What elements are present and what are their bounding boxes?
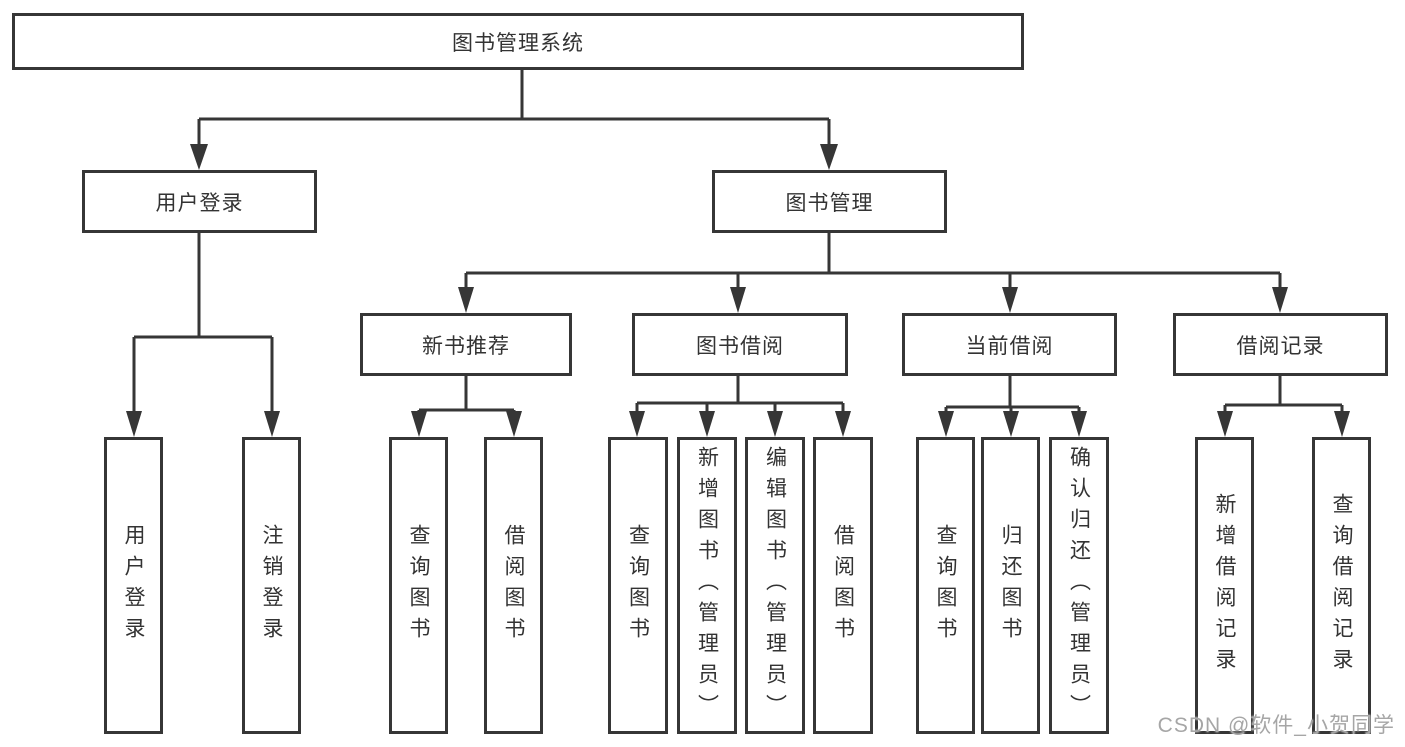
- arrow-to-user-login: [190, 144, 208, 170]
- node-book-management: 图书管理: [712, 170, 947, 233]
- column-query-books-2: 查询图书: [608, 437, 668, 734]
- column-query-books-1-label: 查询图书: [407, 523, 430, 648]
- connector-book-management-to-level3: [464, 232, 1282, 289]
- arrow-to-col-confirm-return: [1071, 411, 1087, 437]
- connector-book-borrow-to-children: [635, 376, 845, 414]
- column-borrow-books-2-label: 借阅图书: [831, 523, 855, 648]
- column-query-books-3: 查询图书: [916, 437, 975, 734]
- column-confirm-return-admin-label: 确认归还（管理员）: [1067, 446, 1091, 725]
- column-query-books-2-label: 查询图书: [626, 523, 650, 648]
- column-add-books-admin-label: 新增图书（管理员）: [695, 446, 719, 725]
- column-borrow-books-1-label: 借阅图书: [502, 523, 525, 648]
- column-query-books-1: 查询图书: [389, 437, 448, 734]
- column-query-borrow-record-label: 查询借阅记录: [1330, 492, 1353, 679]
- arrow-to-col-add-books: [699, 411, 715, 437]
- arrow-to-book-management: [820, 144, 838, 170]
- arrow-to-col-borrow-books-1: [506, 411, 522, 437]
- node-book-borrowing-label: 图书借阅: [696, 334, 784, 358]
- arrow-to-col-user-login: [126, 411, 142, 437]
- column-edit-books-admin: 编辑图书（管理员）: [745, 437, 805, 734]
- arrow-to-current-borrowing: [1002, 287, 1018, 313]
- column-user-login: 用户登录: [104, 437, 163, 734]
- connector-new-book-to-children: [417, 376, 516, 414]
- connector-borrow-record-to-children: [1223, 376, 1344, 414]
- connector-current-borrow-to-children: [944, 376, 1081, 414]
- arrow-to-borrowing-records: [1272, 287, 1288, 313]
- connector-user-login-to-children: [132, 232, 274, 414]
- arrowheads: [126, 144, 1350, 437]
- column-return-books-label: 归还图书: [999, 523, 1022, 648]
- column-logout-login: 注销登录: [242, 437, 301, 734]
- node-current-borrowing-label: 当前借阅: [965, 334, 1054, 358]
- csdn-watermark: CSDN @软件_小贺同学: [1157, 714, 1395, 737]
- column-user-login-label: 用户登录: [122, 523, 145, 648]
- node-new-book-recommend-label: 新书推荐: [422, 334, 510, 358]
- column-confirm-return-admin: 确认归还（管理员）: [1049, 437, 1109, 734]
- node-user-login: 用户登录: [82, 170, 317, 233]
- column-add-borrow-record: 新增借阅记录: [1195, 437, 1254, 734]
- arrow-to-col-return-books: [1003, 411, 1019, 437]
- column-return-books: 归还图书: [981, 437, 1040, 734]
- arrow-to-col-add-borrow-record: [1217, 411, 1233, 437]
- arrow-to-col-query-books-1: [411, 411, 427, 437]
- column-query-borrow-record: 查询借阅记录: [1312, 437, 1371, 734]
- node-new-book-recommend: 新书推荐: [360, 313, 572, 376]
- column-add-books-admin: 新增图书（管理员）: [677, 437, 737, 734]
- arrow-to-book-borrowing: [730, 287, 746, 313]
- node-current-borrowing: 当前借阅: [902, 313, 1117, 376]
- node-book-borrowing: 图书借阅: [632, 313, 848, 376]
- arrow-to-col-edit-books: [767, 411, 783, 437]
- node-borrowing-records: 借阅记录: [1173, 313, 1388, 376]
- arrow-to-col-logout: [264, 411, 280, 437]
- column-borrow-books-2: 借阅图书: [813, 437, 873, 734]
- column-borrow-books-1: 借阅图书: [484, 437, 543, 734]
- column-edit-books-admin-label: 编辑图书（管理员）: [763, 446, 787, 725]
- arrow-to-col-query-books-3: [938, 411, 954, 437]
- node-user-login-label: 用户登录: [155, 191, 244, 215]
- node-root-system-label: 图书管理系统: [452, 31, 584, 55]
- column-query-books-3-label: 查询图书: [934, 523, 957, 648]
- column-add-borrow-record-label: 新增借阅记录: [1213, 492, 1236, 679]
- arrow-to-col-borrow-books-2: [835, 411, 851, 437]
- column-logout-login-label: 注销登录: [260, 523, 283, 648]
- node-borrowing-records-label: 借阅记录: [1236, 334, 1325, 358]
- node-book-management-label: 图书管理: [785, 191, 874, 215]
- connector-root-to-level2: [197, 69, 831, 146]
- node-root-system: 图书管理系统: [12, 13, 1024, 70]
- arrow-to-col-query-borrow-record: [1334, 411, 1350, 437]
- arrow-to-col-query-books-2: [629, 411, 645, 437]
- arrow-to-new-book-recommend: [458, 287, 474, 313]
